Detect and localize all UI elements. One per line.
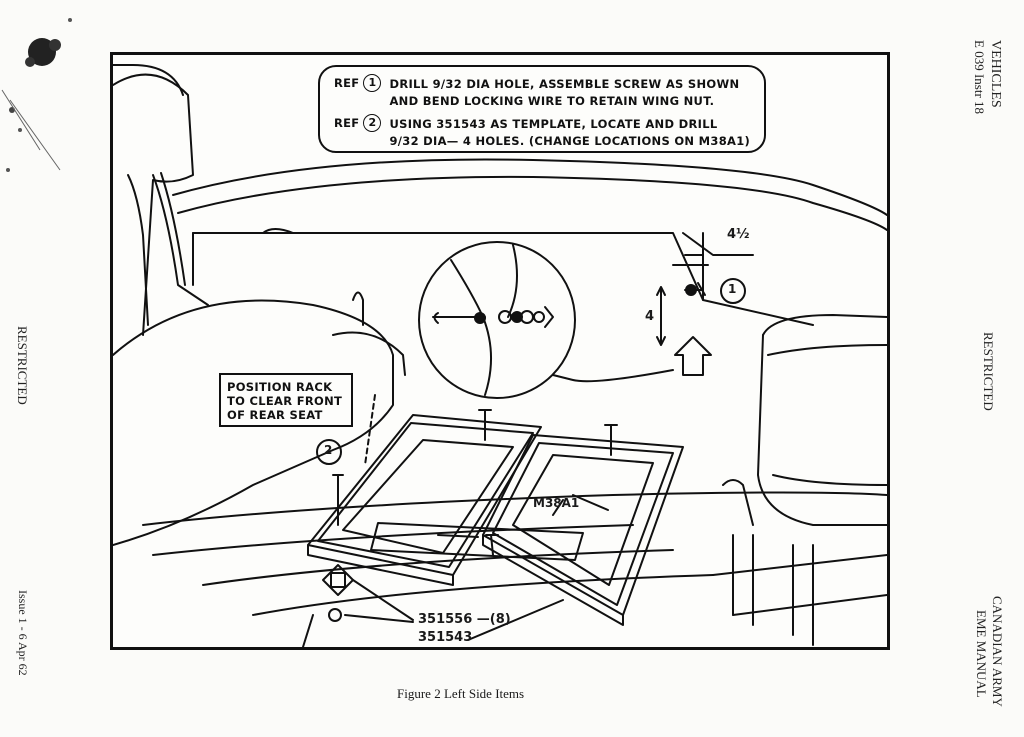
right-restricted-label: RESTRICTED [981, 332, 996, 411]
ref-callout-box: REF 1 DRILL 9/32 DIA HOLE, ASSEMBLE SCRE… [318, 65, 766, 153]
ref-1-line2: AND BEND LOCKING WIRE TO RETAIN WING NUT… [389, 94, 715, 108]
ref-callout-2: REF 2 USING 351543 AS TEMPLATE, LOCATE A… [334, 114, 751, 148]
header-vehicles: VEHICLES [988, 40, 1003, 108]
figure-frame: REF 1 DRILL 9/32 DIA HOLE, ASSEMBLE SCRE… [110, 52, 890, 650]
ref-marker-1: 1 [728, 282, 737, 296]
part-number-351543: 351543 [418, 630, 473, 645]
ref-2-line2: 9/32 DIA— 4 HOLES. (CHANGE LOCATIONS ON … [389, 134, 751, 148]
model-label-m38a1: M38A1 [533, 496, 580, 510]
ref-marker-2: 2 [324, 443, 333, 457]
ref-2-line1: USING 351543 AS TEMPLATE, LOCATE AND DRI… [389, 117, 718, 131]
left-restricted-label: RESTRICTED [15, 326, 30, 405]
part-number-351556: 351556 —(8) [418, 612, 511, 627]
canadian-army-label: CANADIAN ARMY [990, 596, 1005, 707]
issue-date-label: Issue 1 - 6 Apr 62 [16, 590, 30, 676]
figure-caption: Figure 2 Left Side Items [397, 686, 525, 701]
ref-callout-1: REF 1 DRILL 9/32 DIA HOLE, ASSEMBLE SCRE… [334, 74, 740, 108]
ref-1-line1: DRILL 9/32 DIA HOLE, ASSEMBLE SCREW AS S… [389, 77, 740, 91]
dimension-top: 4½ [727, 227, 750, 242]
vehicle-illustration [113, 64, 887, 647]
header-instruction-number: E 039 Instr 18 [972, 40, 987, 115]
scan-noise [1, 18, 72, 172]
dimension-side: 4 [645, 309, 655, 324]
eme-manual-label: EME MANUAL [974, 610, 989, 698]
position-rack-note: POSITION RACK TO CLEAR FRONT OF REAR SEA… [219, 373, 353, 427]
